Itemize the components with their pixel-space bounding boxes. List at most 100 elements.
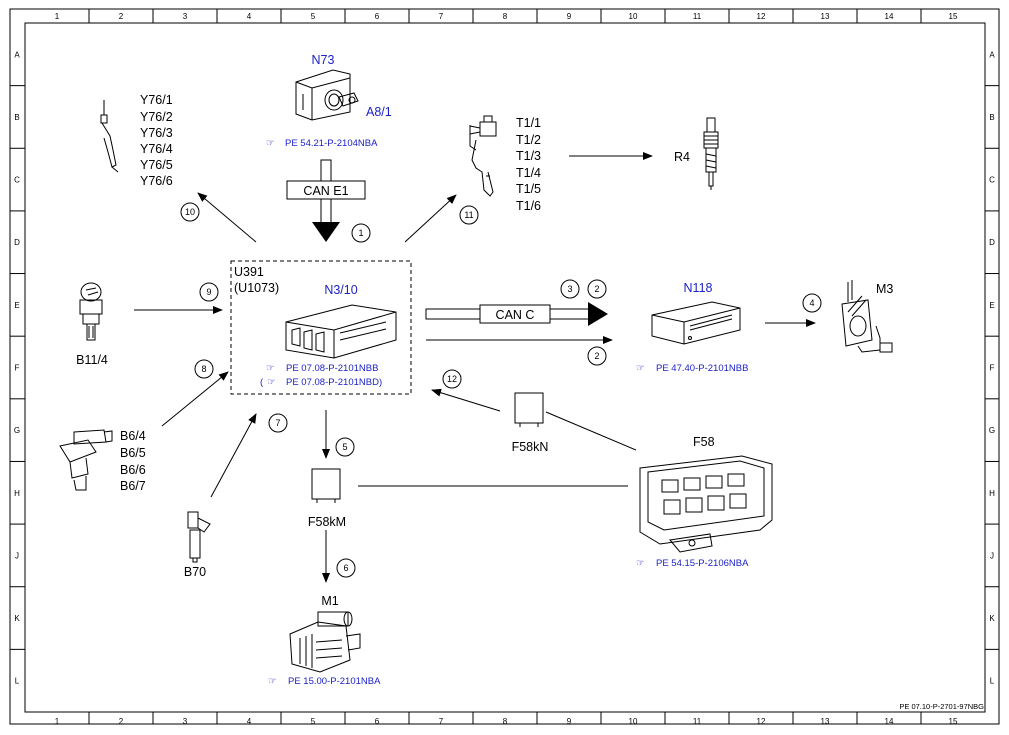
svg-text:8: 8 <box>201 364 206 374</box>
can-e1-bus-arrow <box>286 159 366 242</box>
document-reference: PE 07.10-P-2701-97NBG <box>899 702 984 711</box>
grid-row-F-right: F <box>990 364 995 373</box>
m1-reference: PE 15.00-P-2101NBA <box>288 676 381 687</box>
grid-column-12-top: 12 <box>757 12 766 21</box>
grid-column-1-top: 1 <box>55 12 60 21</box>
grid-row-C-left: C <box>14 176 20 185</box>
can-e1-label: CAN E1 <box>303 184 348 198</box>
f58-label: F58 <box>693 435 715 449</box>
arrow-7 <box>210 413 257 498</box>
fuse-relay-box-drawing <box>639 455 773 553</box>
svg-text:10: 10 <box>185 207 195 217</box>
svg-text:2: 2 <box>594 351 599 361</box>
grid-row-J-left: J <box>15 551 19 560</box>
b6-7-label: B6/7 <box>120 479 146 493</box>
grid-row-E-right: E <box>989 301 994 310</box>
t1-4-label: T1/4 <box>516 166 541 180</box>
starter-relay-drawing <box>311 468 341 503</box>
crankshaft-sensor-drawing <box>187 511 211 563</box>
grid-column-2-bottom: 2 <box>119 717 124 726</box>
starter-motor-drawing <box>289 611 361 673</box>
grid-row-J-right: J <box>990 551 994 560</box>
grid-column-7-bottom: 7 <box>439 717 444 726</box>
grid-column-11-top: 11 <box>693 12 702 21</box>
arrow-10 <box>197 192 257 243</box>
grid-column-8-bottom: 8 <box>503 717 508 726</box>
can-c-label: CAN C <box>496 308 535 322</box>
step-9: 9 <box>199 282 219 302</box>
t1-3-label: T1/3 <box>516 149 541 163</box>
grid-column-13-top: 13 <box>821 12 830 21</box>
n3-10-reference-1: PE 07.08-P-2101NBB <box>286 363 378 374</box>
grid-column-labels: 1122334455667788991010111112121313141415… <box>55 9 958 726</box>
can-c-bus-arrow <box>425 302 608 326</box>
svg-text:4: 4 <box>809 298 814 308</box>
b11-4-label: B11/4 <box>76 353 108 367</box>
grid-column-4-top: 4 <box>247 12 252 21</box>
ecu-drawing <box>285 304 397 359</box>
injector-drawing <box>100 100 119 173</box>
spark-plug-drawing <box>703 117 719 190</box>
grid-row-G-left: G <box>14 426 20 435</box>
n118-label: N118 <box>684 281 713 295</box>
grid-column-12-bottom: 12 <box>757 717 766 726</box>
f58kn-label: F58kN <box>512 440 549 454</box>
n3-10-label: N3/10 <box>324 283 357 297</box>
svg-text:1: 1 <box>358 228 363 238</box>
arrow-11 <box>404 194 457 243</box>
grid-column-1-bottom: 1 <box>55 717 60 726</box>
n118-reference: PE 47.40-P-2101NBB <box>656 363 748 374</box>
grid-column-13-bottom: 13 <box>821 717 830 726</box>
y76-3-label: Y76/3 <box>140 126 173 140</box>
grid-column-6-bottom: 6 <box>375 717 380 726</box>
grid-column-9-top: 9 <box>567 12 572 21</box>
grid-row-D-right: D <box>989 238 995 247</box>
step-1: 1 <box>351 223 371 243</box>
grid-column-3-top: 3 <box>183 12 188 21</box>
grid-column-10-bottom: 10 <box>629 717 638 726</box>
grid-column-15-top: 15 <box>949 12 958 21</box>
step-2b: 2 <box>587 346 607 366</box>
ref-icon: ☞ <box>268 676 277 687</box>
ref-icon: ☞ <box>267 377 276 388</box>
t1-6-label: T1/6 <box>516 199 541 213</box>
svg-text:3: 3 <box>567 284 572 294</box>
b70-label: B70 <box>184 565 206 579</box>
step-6: 6 <box>336 558 356 578</box>
grid-row-H-left: H <box>14 489 20 498</box>
y76-4-label: Y76/4 <box>140 142 173 156</box>
n73-label: N73 <box>312 53 335 67</box>
coolant-sensor-drawing <box>79 282 103 341</box>
b6-6-label: B6/6 <box>120 463 146 477</box>
t1-5-label: T1/5 <box>516 182 541 196</box>
grid-column-15-bottom: 15 <box>949 717 958 726</box>
drawing-frame <box>9 8 1000 725</box>
grid-column-14-top: 14 <box>885 12 894 21</box>
grid-column-2-top: 2 <box>119 12 124 21</box>
fuel-pump-module-drawing <box>651 301 741 345</box>
m1-label: M1 <box>321 594 338 608</box>
step-5: 5 <box>335 437 355 457</box>
y76-2-label: Y76/2 <box>140 110 173 124</box>
grid-column-8-top: 8 <box>503 12 508 21</box>
grid-column-14-bottom: 14 <box>885 717 894 726</box>
r4-label: R4 <box>674 150 690 164</box>
step-4: 4 <box>802 293 822 313</box>
step-10: 10 <box>180 202 200 222</box>
step-8: 8 <box>194 359 214 379</box>
grid-column-6-top: 6 <box>375 12 380 21</box>
n73-reference: PE 54.21-P-2104NBA <box>285 138 378 149</box>
f58km-label: F58kM <box>308 515 346 529</box>
step-11: 11 <box>459 205 479 225</box>
grid-column-3-bottom: 3 <box>183 717 188 726</box>
grid-row-C-right: C <box>989 176 995 185</box>
svg-text:6: 6 <box>343 563 348 573</box>
y76-5-label: Y76/5 <box>140 158 173 172</box>
ignition-switch-drawing <box>295 69 359 121</box>
grid-row-L-right: L <box>990 677 995 686</box>
step-markers: 1 10 11 9 3 2 2 4 8 12 7 5 6 <box>180 202 822 578</box>
grid-column-4-bottom: 4 <box>247 717 252 726</box>
fuel-pump-drawing <box>841 280 893 353</box>
